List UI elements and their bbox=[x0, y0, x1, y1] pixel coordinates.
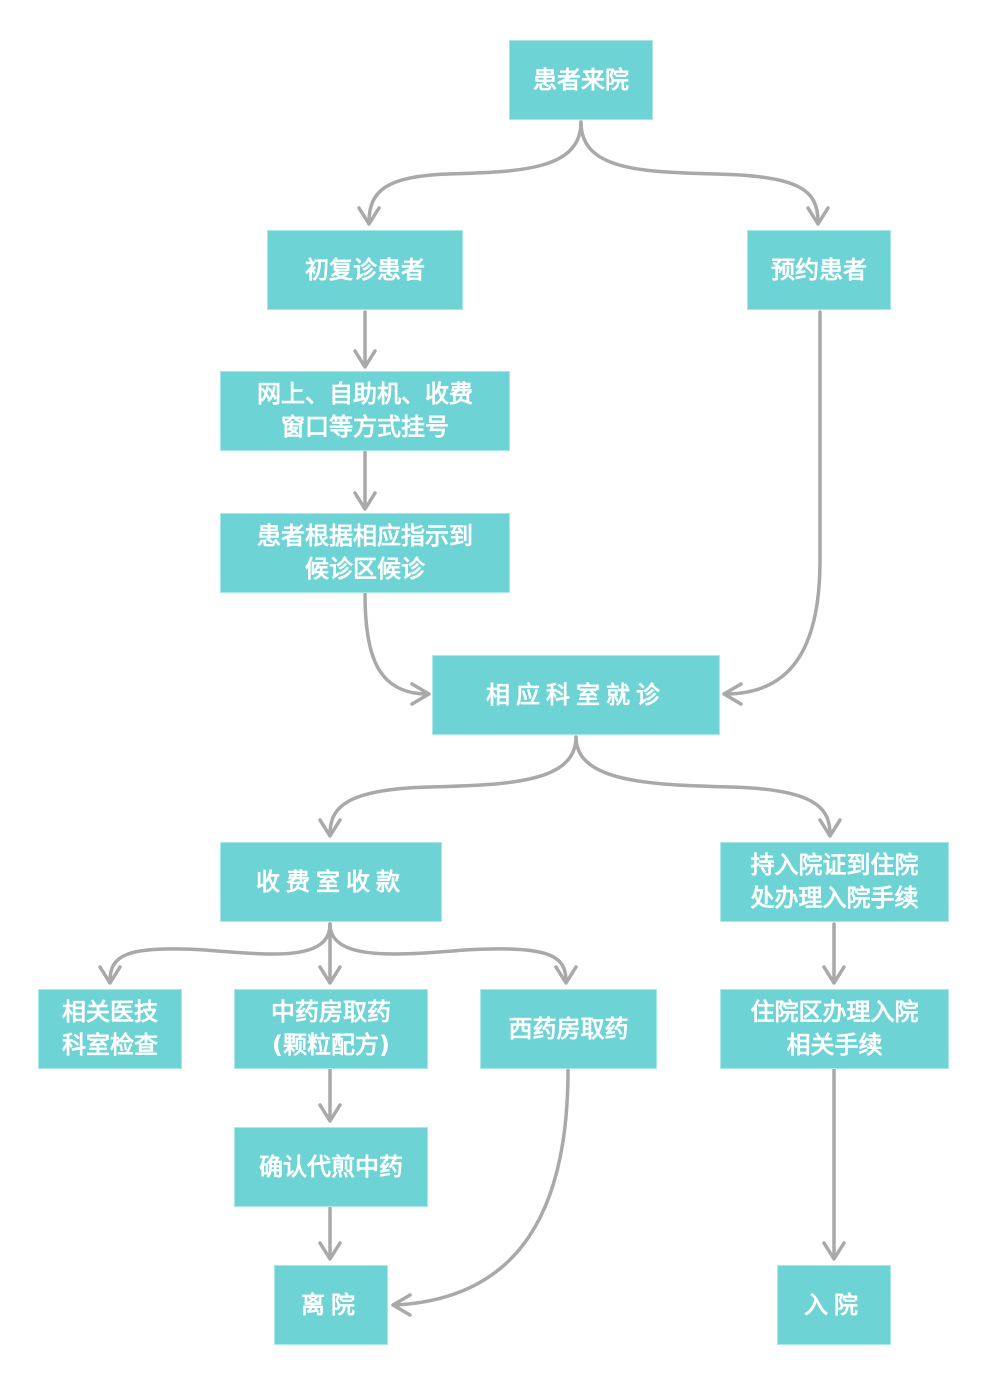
arrowhead-ward bbox=[822, 965, 846, 985]
node-registration-methods: 网上、自助机、收费 窗口等方式挂号 bbox=[220, 371, 510, 451]
node-western-pharmacy: 西药房取药 bbox=[480, 989, 657, 1069]
arrowhead-western-pharmacy bbox=[554, 965, 578, 985]
node-medical-technology-exam-label: 相关医技 科室检查 bbox=[62, 998, 158, 1059]
node-confirm-decoction: 确认代煎中药 bbox=[234, 1127, 428, 1207]
node-ward-admission-procedure-label: 住院区办理入院 相关手续 bbox=[750, 998, 919, 1059]
node-tcm-pharmacy-label: 中药房取药 (颗粒配方) bbox=[271, 998, 391, 1059]
node-department-consultation: 相应科室就诊 bbox=[432, 655, 720, 735]
node-leave-hospital: 离院 bbox=[274, 1265, 388, 1345]
arrowhead-consult-right bbox=[722, 682, 743, 706]
edge-arrive-to-appointment bbox=[579, 120, 820, 224]
node-admitted: 入院 bbox=[777, 1265, 891, 1345]
node-waiting-area: 患者根据相应指示到 候诊区候诊 bbox=[220, 513, 510, 593]
node-leave-hospital-label: 离院 bbox=[301, 1290, 361, 1319]
arrowhead-cashier bbox=[318, 818, 342, 838]
node-admission-certificate: 持入院证到住院 处办理入院手续 bbox=[720, 842, 949, 922]
edge-arrive-to-first-visit bbox=[367, 120, 583, 224]
edge-appointment-to-consult bbox=[723, 310, 822, 696]
arrowhead-tcm-pharmacy bbox=[318, 965, 342, 985]
node-patient-arrives-label: 患者来院 bbox=[533, 65, 629, 94]
edge-cashier-to-western-pharmacy bbox=[328, 922, 568, 983]
node-medical-technology-exam: 相关医技 科室检查 bbox=[38, 989, 182, 1069]
node-appointment-patients-label: 预约患者 bbox=[771, 255, 867, 284]
node-first-and-return-patients-label: 初复诊患者 bbox=[305, 255, 425, 284]
arrowhead-first-visit bbox=[357, 206, 381, 226]
arrowhead-waiting bbox=[353, 491, 377, 511]
node-confirm-decoction-label: 确认代煎中药 bbox=[259, 1152, 403, 1181]
node-tcm-pharmacy: 中药房取药 (颗粒配方) bbox=[234, 989, 428, 1069]
arrowhead-leave bbox=[318, 1241, 342, 1261]
arrowhead-admission-cert bbox=[818, 818, 842, 838]
edge-western-pharmacy-to-leave bbox=[394, 1068, 570, 1307]
node-ward-admission-procedure: 住院区办理入院 相关手续 bbox=[720, 989, 949, 1069]
edge-waiting-to-consult bbox=[363, 592, 430, 696]
arrowhead-register bbox=[353, 349, 377, 369]
node-first-and-return-patients: 初复诊患者 bbox=[267, 230, 463, 310]
arrowhead-admit bbox=[822, 1241, 846, 1261]
arrowhead-appointment bbox=[806, 206, 830, 226]
node-cashier-payment-label: 收费室收款 bbox=[256, 867, 406, 896]
node-admitted-label: 入院 bbox=[804, 1290, 864, 1319]
arrowhead-consult-left bbox=[410, 682, 431, 706]
node-admission-certificate-label: 持入院证到住院 处办理入院手续 bbox=[750, 851, 919, 912]
node-western-pharmacy-label: 西药房取药 bbox=[508, 1014, 629, 1043]
edge-consult-to-cashier bbox=[328, 735, 578, 836]
node-department-consultation-label: 相应科室就诊 bbox=[486, 680, 666, 709]
edge-consult-to-admission-cert bbox=[574, 735, 832, 836]
node-appointment-patients: 预约患者 bbox=[747, 230, 891, 310]
arrowhead-leave-right bbox=[391, 1293, 412, 1317]
node-registration-methods-label: 网上、自助机、收费 窗口等方式挂号 bbox=[257, 380, 473, 441]
node-waiting-area-label: 患者根据相应指示到 候诊区候诊 bbox=[257, 522, 473, 583]
node-cashier-payment: 收费室收款 bbox=[220, 842, 442, 922]
edge-cashier-to-medtech bbox=[108, 922, 332, 983]
arrowhead-decoction bbox=[318, 1103, 342, 1123]
node-patient-arrives: 患者来院 bbox=[509, 40, 653, 120]
arrowhead-medtech bbox=[98, 965, 122, 985]
